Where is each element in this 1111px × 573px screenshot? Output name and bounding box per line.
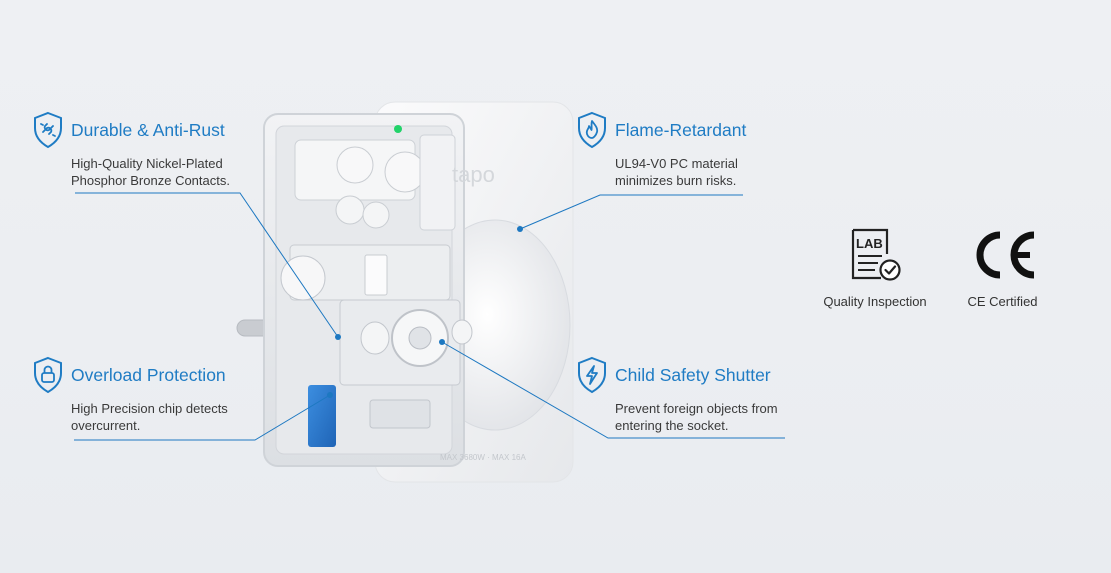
cert-ce: CE Certified <box>950 226 1055 309</box>
power-chip <box>308 385 336 447</box>
feature-durable: Durable & Anti-Rust High-Quality Nickel-… <box>32 111 271 189</box>
brand-logo: tapo <box>452 162 495 187</box>
feature-description: High-Quality Nickel-Plated Phosphor Bron… <box>71 156 230 188</box>
status-led <box>394 125 402 133</box>
lightning-icon <box>578 356 606 394</box>
feature-title: Overload Protection <box>71 364 226 385</box>
cert-quality-inspection: LAB Quality Inspection <box>815 226 935 309</box>
feature-title: Flame-Retardant <box>615 119 747 140</box>
lab-report-icon: LAB <box>851 228 901 281</box>
lock-icon <box>34 356 62 394</box>
feature-title: Child Safety Shutter <box>615 364 771 385</box>
svg-text:LAB: LAB <box>856 236 883 251</box>
flame-icon <box>578 111 606 149</box>
feature-overload: Overload Protection High Precision chip … <box>32 356 271 434</box>
cert-label: Quality Inspection <box>823 294 927 309</box>
feature-description: UL94-V0 PC material minimizes burn risks… <box>615 156 738 188</box>
feature-flame: Flame-Retardant UL94-V0 PC material mini… <box>576 111 815 189</box>
feature-title: Durable & Anti-Rust <box>71 119 225 140</box>
feature-child-safety: Child Safety Shutter Prevent foreign obj… <box>576 356 815 434</box>
feature-description: Prevent foreign objects from entering th… <box>615 401 778 433</box>
feature-description: High Precision chip detects overcurrent. <box>71 401 228 433</box>
cert-label: CE Certified <box>967 294 1038 309</box>
rating-label: MAX 3680W · MAX 16A <box>440 453 526 462</box>
ce-mark-icon <box>976 231 1034 279</box>
chain-link-icon <box>34 111 62 149</box>
